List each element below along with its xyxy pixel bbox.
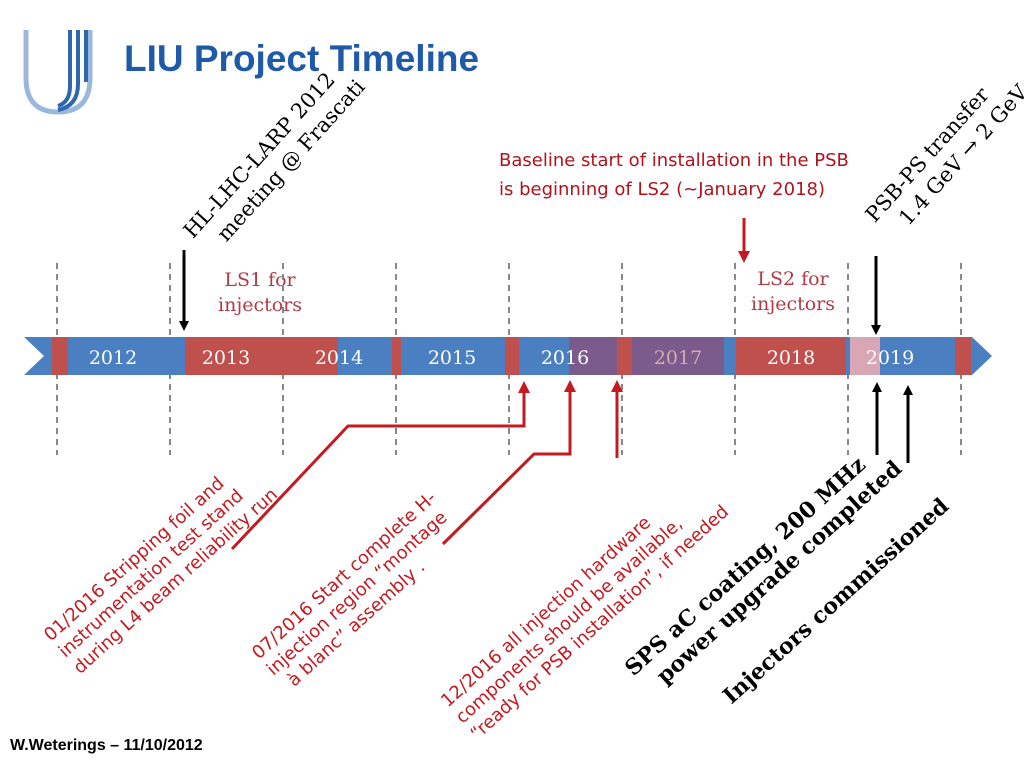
year-label-2018: 2018 [767,347,815,369]
cern-liu-logo [23,30,93,115]
ls1-label: LS1 for injectors [195,268,325,318]
year-label-2019: 2019 [866,347,914,369]
baseline-note-line2: is beginning of LS2 (~January 2018) [499,179,825,200]
stripping-connector [230,381,530,551]
ls2-label: LS2 for injectors [728,267,858,317]
pink-segment [850,337,880,375]
shutdown-segment [505,337,519,375]
purple-segment [569,337,617,375]
year-label-2017: 2017 [654,347,702,369]
page-title: LIU Project Timeline [124,38,480,79]
shutdown-segment [52,337,68,375]
ls2-block [736,337,846,375]
ls1-line1: LS1 for [224,269,296,291]
ls2-line1: LS2 for [757,268,829,290]
timeline-bar [24,337,992,375]
ls2-line2: injectors [751,293,835,315]
shutdown-segment [392,337,401,375]
year-label-2013: 2013 [202,347,250,369]
montage-connector [441,380,576,546]
baseline-note-line1: Baseline start of installation in the PS… [499,150,849,171]
ls1-block [185,337,338,375]
baseline-note: Baseline start of installation in the PS… [499,146,849,204]
shutdown-segment [955,337,971,375]
year-label-2015: 2015 [428,347,476,369]
shutdown-segment [617,337,632,375]
year-gridlines [56,263,962,455]
year-label-2016: 2016 [541,347,589,369]
year-label-2012: 2012 [89,347,137,369]
footer-credit: W.Weterings – 11/10/2012 [10,737,203,754]
purple-segment [632,337,724,375]
ls1-line2: injectors [218,294,302,316]
year-label-2014: 2014 [315,347,363,369]
